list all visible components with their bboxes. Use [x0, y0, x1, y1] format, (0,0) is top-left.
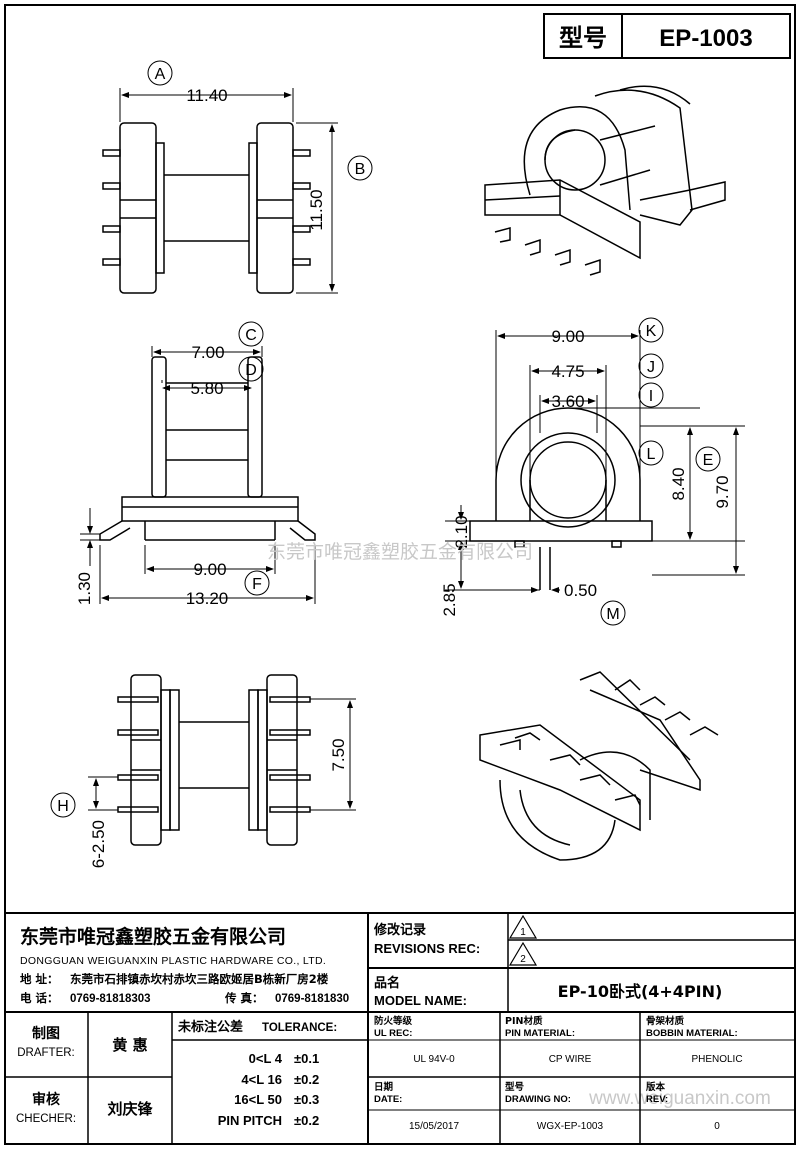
rev-2-mark: 2	[520, 954, 526, 965]
dim-a-value: 11.40	[186, 86, 227, 105]
revisions-en: REVISIONS REC:	[374, 941, 480, 956]
phone-label: 电 话：	[20, 991, 59, 1005]
iso-view-bottom	[479, 671, 719, 861]
fax-label: 传 真：	[224, 991, 264, 1005]
drafter-cn: 制图	[32, 1025, 60, 1042]
label-c: C	[245, 327, 257, 344]
drafter-name: 黄 惠	[112, 1036, 147, 1054]
tolerance-value-1: ±0.1	[294, 1051, 319, 1066]
rev-cn: 版本	[645, 1081, 666, 1093]
front-view	[80, 321, 316, 604]
model-name-cn: 品名	[374, 975, 400, 991]
drawing-no-en: DRAWING NO:	[505, 1094, 571, 1105]
ul-en: UL REC:	[374, 1028, 412, 1039]
watermark-corner: www.weiguanxin.com	[588, 1088, 771, 1109]
dim-b-value: 11.50	[307, 189, 326, 230]
fax: 0769-8181830	[275, 993, 349, 1005]
model-name-value: EP-10卧式(4+4PIN)	[558, 982, 723, 1001]
address-label: 地 址：	[20, 972, 59, 986]
ul-value: UL 94V-0	[413, 1054, 455, 1065]
tolerance-range-1: 0<L 4	[249, 1051, 283, 1066]
dim-d-value: 5.80	[190, 379, 223, 398]
dim-j-value: 4.75	[551, 362, 584, 381]
tolerance-range-3: 16<L 50	[234, 1092, 282, 1107]
dim-c-value: 7.00	[191, 343, 224, 362]
label-h: H	[57, 798, 69, 815]
phone: 0769-81818303	[70, 993, 151, 1005]
label-j: J	[647, 359, 655, 376]
label-l: L	[647, 446, 656, 463]
top-view	[102, 60, 373, 294]
date-value: 15/05/2017	[409, 1121, 459, 1132]
checker-name: 刘庆锋	[107, 1100, 153, 1118]
dim-pitch-value: 6-2.50	[89, 820, 108, 868]
drawing-no-value: WGX-EP-1003	[537, 1121, 604, 1132]
dim-pin-length: 2.85	[440, 583, 459, 616]
tolerance-range-2: 4<L 16	[241, 1072, 282, 1087]
tolerance-value-4: ±0.2	[294, 1113, 319, 1128]
label-i: I	[649, 388, 653, 405]
model-name-en: MODEL NAME:	[374, 993, 467, 1008]
checker-cn: 审核	[32, 1091, 60, 1108]
pin-material-cn: PIN材质	[505, 1015, 543, 1027]
watermark-center: 东莞市唯冠鑫塑胶五金有限公司	[267, 541, 533, 563]
tolerance-cn: 未标注公差	[177, 1019, 243, 1035]
dim-pin-height: 1.30	[75, 572, 94, 605]
label-a: A	[155, 66, 166, 83]
pin-material-en: PIN MATERIAL:	[505, 1028, 575, 1039]
title-block	[5, 912, 795, 1144]
dim-base-height: 2.10	[452, 515, 471, 548]
dim-span-value: 7.50	[329, 738, 348, 771]
dim-i-value: 3.60	[551, 392, 584, 411]
label-b: B	[355, 161, 366, 178]
dim-overall-value: 13.20	[186, 589, 229, 608]
bottom-view	[50, 674, 356, 846]
bobbin-material-value: PHENOLIC	[691, 1054, 742, 1065]
company-name-cn: 东莞市唯冠鑫塑胶五金有限公司	[20, 925, 286, 948]
iso-view-top	[484, 85, 726, 276]
model-number: EP-1003	[659, 25, 752, 52]
sheet-border	[4, 4, 796, 1145]
company-name-en: DONGGUAN WEIGUANXIN PLASTIC HARDWARE CO.…	[20, 955, 326, 967]
label-e: E	[703, 452, 714, 469]
pin-material-value: CP WIRE	[549, 1054, 592, 1065]
tolerance-range-4: PIN PITCH	[218, 1113, 282, 1128]
bobbin-material-en: BOBBIN MATERIAL:	[646, 1028, 738, 1039]
rev-en: REV:	[646, 1094, 668, 1105]
ul-cn: 防火等级	[374, 1015, 413, 1027]
checker-en: CHECHER:	[16, 1113, 76, 1125]
dim-f-value: 9.00	[193, 560, 226, 579]
dim-pin-width: 0.50	[564, 581, 597, 600]
drawing-no-cn: 型号	[505, 1081, 525, 1093]
bobbin-material-cn: 骨架材质	[646, 1015, 685, 1027]
drafter-en: DRAFTER:	[17, 1047, 75, 1059]
tolerance-value-3: ±0.3	[294, 1092, 319, 1107]
header-box: 型号 EP-1003	[543, 13, 791, 59]
revisions-cn: 修改记录	[373, 922, 426, 938]
tolerance-value-2: ±0.2	[294, 1072, 319, 1087]
address: 东莞市石排镇赤坎村赤坎三路欧姬居B栋新厂房2楼	[70, 972, 329, 986]
label-f: F	[252, 576, 262, 593]
rev-value: 0	[714, 1121, 720, 1132]
type-label: 型号	[559, 24, 607, 52]
dim-k-value: 9.00	[551, 327, 584, 346]
tolerance-en: TOLERANCE:	[262, 1022, 337, 1034]
date-cn: 日期	[374, 1081, 393, 1093]
label-m: M	[606, 606, 619, 623]
rev-1-mark: 1	[520, 927, 526, 938]
dim-core-height: 8.40	[669, 467, 688, 500]
date-en: DATE:	[374, 1094, 402, 1105]
dim-e-value: 9.70	[713, 475, 732, 508]
label-k: K	[646, 323, 657, 340]
label-d: D	[245, 362, 257, 379]
side-view	[445, 317, 745, 626]
